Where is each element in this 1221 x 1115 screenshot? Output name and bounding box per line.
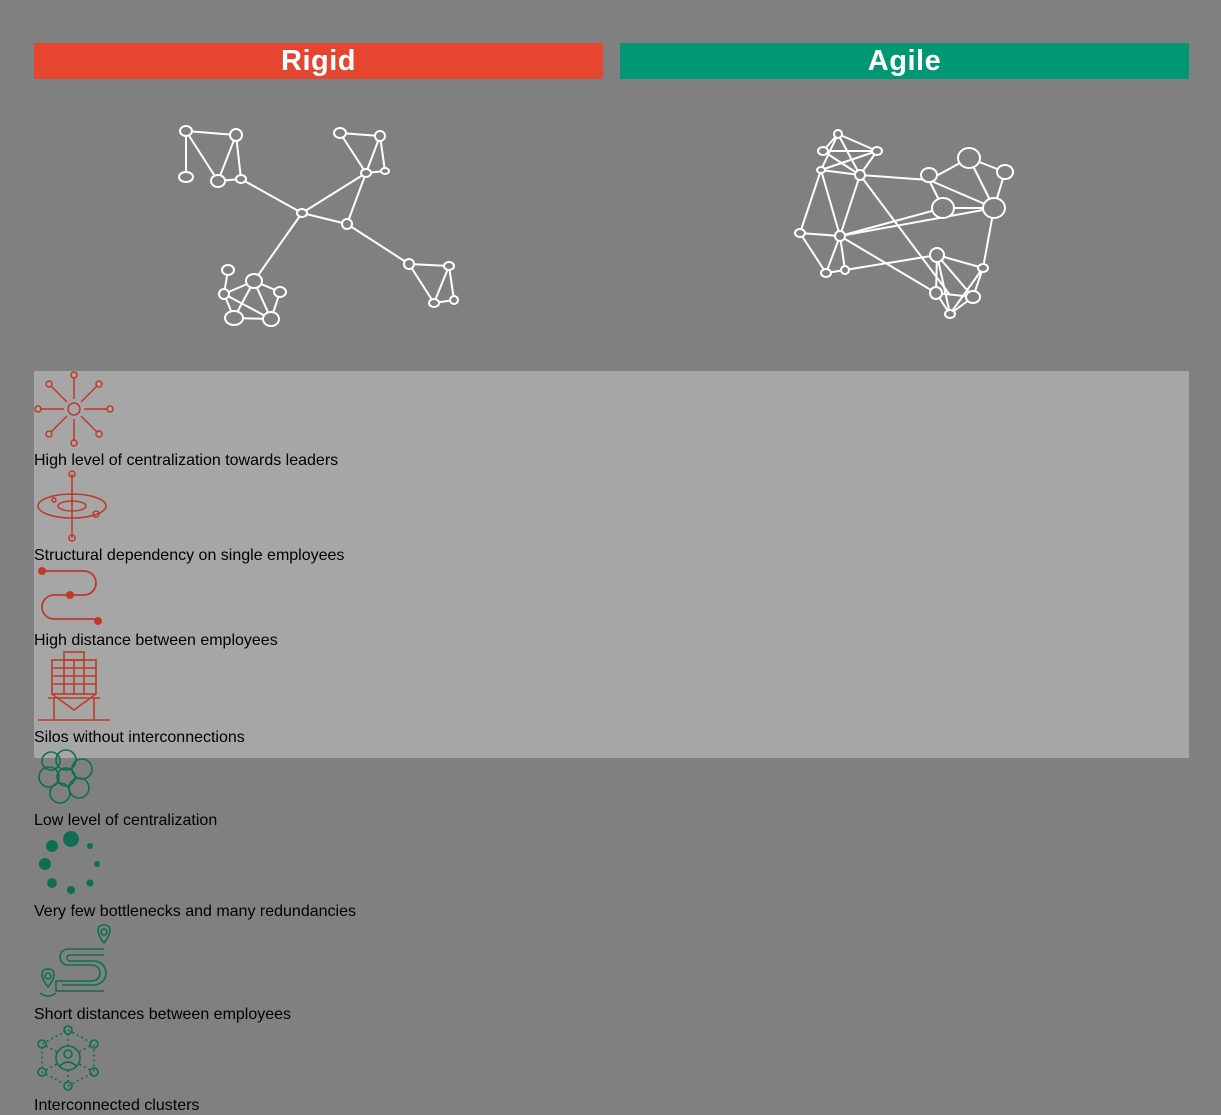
map-route-pins-icon <box>39 924 111 997</box>
rigid-network-diagram <box>178 125 459 327</box>
agile-item-2-text: Very few bottlenecks and many redundanci… <box>34 903 356 920</box>
silo-tower-icon <box>38 651 110 721</box>
agile-network-diagram <box>794 129 1014 319</box>
agile-item-4-text: Interconnected clusters <box>34 1097 200 1114</box>
flower-cluster-icon <box>38 749 93 804</box>
rigid-item-4-text: Silos without interconnections <box>34 729 245 746</box>
agile-item-1-text: Low level of centralization <box>34 812 218 829</box>
orbit-dependency-icon <box>37 470 107 542</box>
rigid-item-3-text: High distance between employees <box>34 632 278 649</box>
rigid-item-1-text: High level of centralization towards lea… <box>34 452 339 469</box>
rigid-item-2-text: Structural dependency on single employee… <box>34 547 345 564</box>
comparison-panel: High level of centralization towards lea… <box>34 371 1189 1114</box>
winding-path-icon <box>38 567 102 625</box>
hub-network-icon <box>37 1025 99 1091</box>
rigid-header: Rigid <box>34 43 603 79</box>
agile-item-3-text: Short distances between employees <box>34 1006 292 1023</box>
centralization-arrows-icon <box>34 371 114 447</box>
dot-circle-icon <box>39 831 100 894</box>
agile-header: Agile <box>620 43 1189 79</box>
